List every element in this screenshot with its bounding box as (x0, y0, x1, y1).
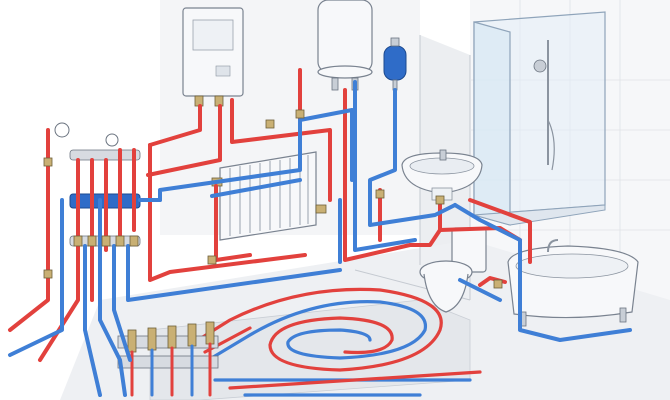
expansion-tank-icon (383, 37, 407, 91)
spiral-icon (188, 287, 482, 397)
cylinder-icon (317, 0, 373, 91)
bathtub-icon (507, 239, 639, 327)
toilet-icon (419, 227, 487, 313)
boiler-icon (182, 7, 244, 107)
floor-heating-manifold (117, 321, 219, 397)
sink-icon (401, 149, 483, 201)
cold-pipe-network (8, 80, 632, 397)
valve-fittings (43, 109, 503, 289)
shower-icon (473, 11, 606, 226)
